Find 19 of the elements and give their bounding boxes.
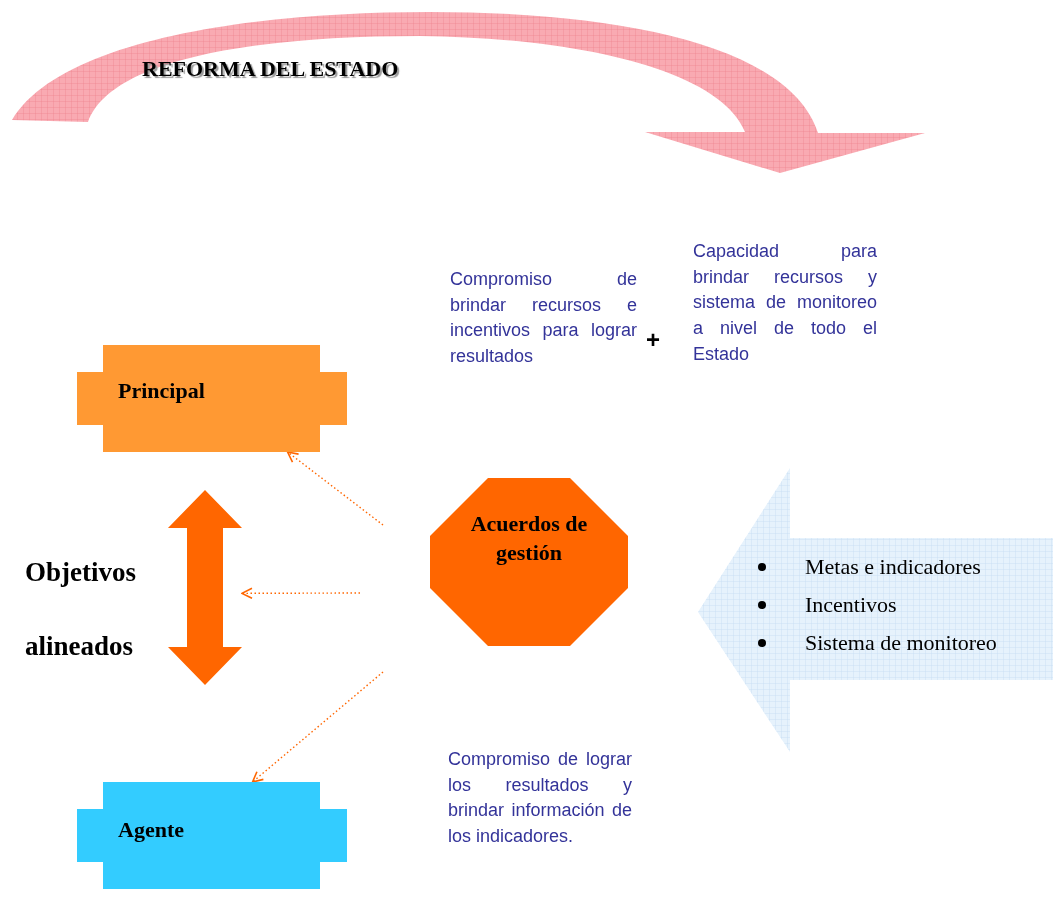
principal-box (77, 345, 347, 452)
title: REFORMA DEL ESTADO (142, 56, 399, 82)
note-text: Compromiso de brindar recursos e incentivos para lograr resultados (450, 268, 637, 369)
plus-sign: + (646, 326, 660, 354)
double-arrow (168, 490, 242, 685)
node-label: Acuerdos de gestión (469, 510, 589, 567)
list-item: Sistema de monitoreo (805, 630, 997, 655)
agreement-octagon (430, 478, 628, 646)
node-label: Agente (118, 816, 184, 844)
dotted-arrow (241, 587, 361, 600)
node-label: Principal (118, 377, 205, 405)
note-text: Compromiso de lograr los resultados y brindar información de los indicadores. (448, 748, 632, 849)
dotted-arrow (286, 451, 384, 526)
note-text: Capacidad para brindar recursos y sistema de monitoreo a nivel de todo el Estado (693, 240, 877, 366)
dotted-arrow (251, 671, 384, 783)
list-item: Metas e indicadores (805, 554, 981, 579)
side-caption: Objetivos alineados (25, 556, 137, 663)
list-item: Incentivos (805, 592, 897, 617)
agent-box (77, 782, 347, 889)
